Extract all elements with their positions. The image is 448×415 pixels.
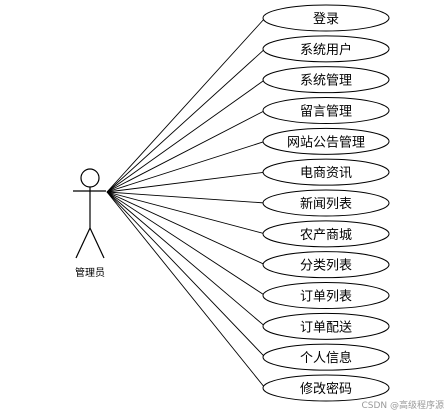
association-line bbox=[106, 17, 266, 193]
use-case-label: 个人信息 bbox=[300, 350, 352, 366]
use-case-ellipse bbox=[262, 97, 390, 124]
use-case: 个人信息 bbox=[262, 343, 390, 371]
association-line bbox=[106, 110, 266, 193]
use-case-label: 新闻列表 bbox=[300, 196, 352, 212]
association-line bbox=[106, 191, 266, 327]
association-line bbox=[106, 191, 266, 358]
use-case-ellipse bbox=[262, 251, 390, 279]
association-line bbox=[106, 191, 266, 389]
association-line bbox=[106, 140, 266, 193]
use-case: 网站公告管理 bbox=[262, 127, 390, 155]
use-case-label: 电商资讯 bbox=[300, 166, 352, 181]
actor-left-leg bbox=[75, 227, 91, 259]
use-case-list: 登录系统用户系统管理留言管理网站公告管理电商资讯新闻列表农产商城分类列表订单列表… bbox=[262, 4, 390, 402]
actor-right-leg bbox=[89, 227, 105, 259]
use-case: 分类列表 bbox=[262, 251, 390, 279]
use-case-ellipse bbox=[262, 312, 390, 340]
association-line bbox=[106, 191, 266, 296]
use-case-label: 分类列表 bbox=[300, 259, 352, 274]
actor-name: 管理员 bbox=[75, 266, 105, 279]
association-lines bbox=[106, 17, 266, 389]
use-case-label: 留言管理 bbox=[300, 105, 352, 120]
use-case-ellipse bbox=[262, 282, 390, 309]
association-line bbox=[106, 48, 266, 193]
association-line bbox=[106, 191, 266, 235]
use-case-ellipse bbox=[262, 158, 390, 186]
actor-administrator: 管理员 bbox=[73, 168, 106, 279]
use-case: 系统用户 bbox=[262, 35, 390, 63]
use-case-ellipse bbox=[262, 66, 390, 94]
use-case-ellipse bbox=[262, 374, 390, 402]
use-case-label: 网站公告管理 bbox=[287, 135, 365, 150]
use-case: 新闻列表 bbox=[262, 189, 390, 217]
association-line bbox=[106, 79, 266, 193]
use-case-ellipse bbox=[262, 220, 390, 248]
use-case-ellipse bbox=[262, 127, 390, 155]
use-case-label: 系统用户 bbox=[300, 42, 352, 58]
use-case-label: 登录 bbox=[313, 12, 339, 27]
use-case: 登录 bbox=[262, 4, 390, 32]
use-case-ellipse bbox=[262, 189, 390, 217]
use-case: 电商资讯 bbox=[262, 158, 390, 186]
association-line bbox=[106, 191, 266, 204]
use-case: 留言管理 bbox=[262, 97, 390, 124]
use-case: 农产商城 bbox=[262, 220, 390, 248]
use-case-label: 订单列表 bbox=[300, 290, 352, 305]
use-case-ellipse bbox=[262, 343, 390, 371]
watermark-text: CSDN @高级程序源 bbox=[361, 399, 444, 411]
use-case-label: 农产商城 bbox=[300, 228, 352, 243]
actor-head bbox=[80, 168, 100, 188]
association-line bbox=[106, 191, 266, 266]
use-case: 订单配送 bbox=[262, 312, 390, 340]
use-case-ellipse bbox=[262, 35, 390, 63]
use-case-ellipse bbox=[262, 4, 390, 32]
use-case-label: 订单配送 bbox=[300, 320, 352, 335]
use-case: 修改密码 bbox=[262, 374, 390, 402]
use-case: 系统管理 bbox=[262, 66, 390, 94]
use-case: 订单列表 bbox=[262, 282, 390, 309]
association-line bbox=[106, 171, 266, 193]
use-case-label: 系统管理 bbox=[300, 74, 352, 89]
use-case-label: 修改密码 bbox=[300, 381, 352, 397]
